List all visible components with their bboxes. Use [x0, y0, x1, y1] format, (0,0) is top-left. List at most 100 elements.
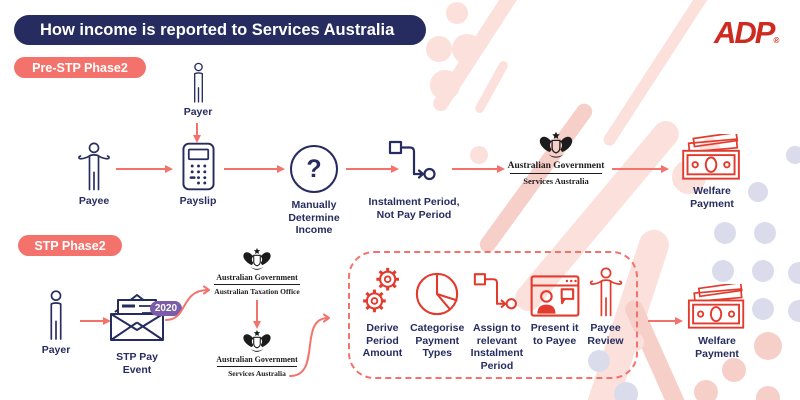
manually-line2: Determine: [288, 211, 340, 224]
payer-node-row2: Payer: [36, 290, 76, 357]
curved-arrow-services-to-process: [289, 313, 330, 377]
instalment-line1: Instalment Period,: [368, 196, 460, 208]
welfare-label-row2: Welfare Payment: [695, 335, 739, 360]
coat-of-arms-icon: [241, 247, 273, 273]
welfare-line1: Welfare: [698, 335, 736, 347]
step-label: Payee Review: [587, 322, 623, 347]
instalment-period-icon: [473, 272, 521, 317]
pie-chart-icon: [414, 271, 460, 317]
step-line: to Payee: [533, 334, 577, 347]
step-label: Categorise Payment Types: [410, 322, 464, 360]
payee-label: Payee: [78, 195, 110, 207]
payee-node: Payee: [72, 142, 116, 208]
step-line: Derive: [366, 322, 399, 334]
manually-determine-node: ? Manually Determine Income: [279, 145, 349, 237]
manually-line1: Manually: [291, 199, 337, 211]
step-label: Derive Period Amount: [363, 322, 403, 360]
step-line: Payment: [415, 334, 460, 347]
manually-label: Manually Determine Income: [288, 199, 339, 237]
instalment-period-icon: [388, 140, 440, 188]
step-line: relevant: [476, 334, 518, 347]
stp-event-line2: Event: [122, 363, 152, 376]
question-mark-icon: ?: [290, 145, 338, 193]
arrow-ato-to-services: [253, 300, 261, 329]
calculator-icon: [182, 142, 215, 191]
stp-event-line1: STP Pay: [116, 351, 158, 363]
ato-sub: Australian Taxation Office: [214, 287, 300, 296]
step-line: Amount: [362, 347, 403, 359]
stp-pay-event-label: STP Pay Event: [116, 351, 158, 376]
step-assign-instalment-period: Assign to relevant Instalment Period: [468, 265, 527, 377]
section-label-stp: STP Phase2: [18, 235, 122, 256]
welfare-payment-node-row2: Welfare Payment: [684, 284, 750, 360]
step-line: Period: [480, 359, 514, 372]
section-label-pre-stp: Pre-STP Phase2: [14, 57, 146, 78]
stp-process-box: Derive Period Amount Categorise Payment …: [348, 251, 638, 379]
person-arms-out-icon: [589, 267, 623, 317]
payer-top-figure: Payer: [178, 60, 218, 119]
arrow-instalment-to-gov: [452, 165, 505, 173]
step-line: Review: [587, 334, 624, 347]
gov-sub: Services Australia: [228, 369, 286, 378]
manually-line3: Income: [295, 224, 333, 236]
arrow-payer-to-stp-event: [80, 317, 111, 325]
welfare-payment-node-row1: Welfare Payment: [678, 134, 746, 210]
welfare-line2: Payment: [695, 347, 739, 360]
ato-name: Australian Government: [216, 273, 298, 282]
ato-logo: Australian Government Australian Taxatio…: [210, 247, 304, 296]
step-present-to-payee: Present it to Payee: [526, 265, 583, 377]
divider: [217, 366, 297, 367]
step-line: Types: [422, 347, 453, 359]
divider: [214, 284, 300, 285]
browser-person-icon: [530, 275, 580, 317]
money-icon: [681, 134, 743, 182]
step-derive-period-amount: Derive Period Amount: [358, 265, 407, 377]
step-label: Present it to Payee: [531, 322, 579, 347]
adp-logo: ADP®: [714, 15, 780, 50]
person-icon: [44, 290, 68, 341]
coat-of-arms-icon: [241, 329, 273, 355]
welfare-line1: Welfare: [693, 185, 731, 197]
arrow-determine-to-instalment: [346, 165, 399, 173]
arrow-payer-to-payslip: [193, 123, 201, 143]
divider: [510, 173, 602, 174]
arrow-gov-to-welfare: [612, 165, 669, 173]
envelope-icon: [109, 290, 165, 342]
gears-icon: [362, 266, 402, 317]
money-icon: [687, 284, 747, 331]
arrow-payee-to-payslip: [116, 165, 173, 173]
welfare-line2: Payment: [690, 197, 734, 210]
person-icon: [189, 60, 208, 106]
arrow-process-to-welfare: [648, 317, 683, 325]
gov-sub: Services Australia: [523, 176, 589, 186]
gov-name: Australian Government: [507, 161, 605, 171]
step-categorise-payment-types: Categorise Payment Types: [407, 265, 468, 377]
step-line: Present it: [530, 322, 579, 334]
step-line: Payee: [590, 322, 621, 334]
payer-label-row2: Payer: [41, 344, 71, 356]
step-line: Categorise: [410, 322, 465, 334]
instalment-label: Instalment Period, Not Pay Period: [368, 196, 459, 221]
instalment-node: Instalment Period, Not Pay Period: [362, 140, 466, 221]
gov-name: Australian Government: [216, 355, 298, 364]
coat-of-arms-icon: [537, 131, 575, 161]
payslip-node: Payslip: [178, 142, 218, 208]
payer-top-label: Payer: [183, 106, 213, 118]
services-australia-logo-row1: Australian Government Services Australia: [506, 131, 606, 186]
step-line: Instalment: [470, 347, 524, 359]
registered-mark: ®: [773, 36, 780, 45]
services-australia-logo-row2: Australian Government Services Australia: [210, 329, 304, 378]
step-label: Assign to relevant Instalment Period: [471, 322, 524, 372]
payslip-label: Payslip: [179, 195, 217, 207]
step-payee-review: Payee Review: [583, 265, 628, 377]
curved-arrow-event-to-ato: [165, 285, 210, 321]
stp-pay-event-node: 2020 STP Pay Event: [106, 290, 182, 376]
step-line: Assign to: [472, 322, 521, 334]
year-badge: 2020: [150, 301, 182, 316]
instalment-line2: Not Pay Period: [376, 208, 452, 221]
welfare-label-row1: Welfare Payment: [690, 185, 734, 210]
arrow-payslip-to-determine: [224, 165, 285, 173]
page-title: How income is reported to Services Austr…: [14, 15, 426, 45]
step-line: Period: [366, 334, 399, 347]
